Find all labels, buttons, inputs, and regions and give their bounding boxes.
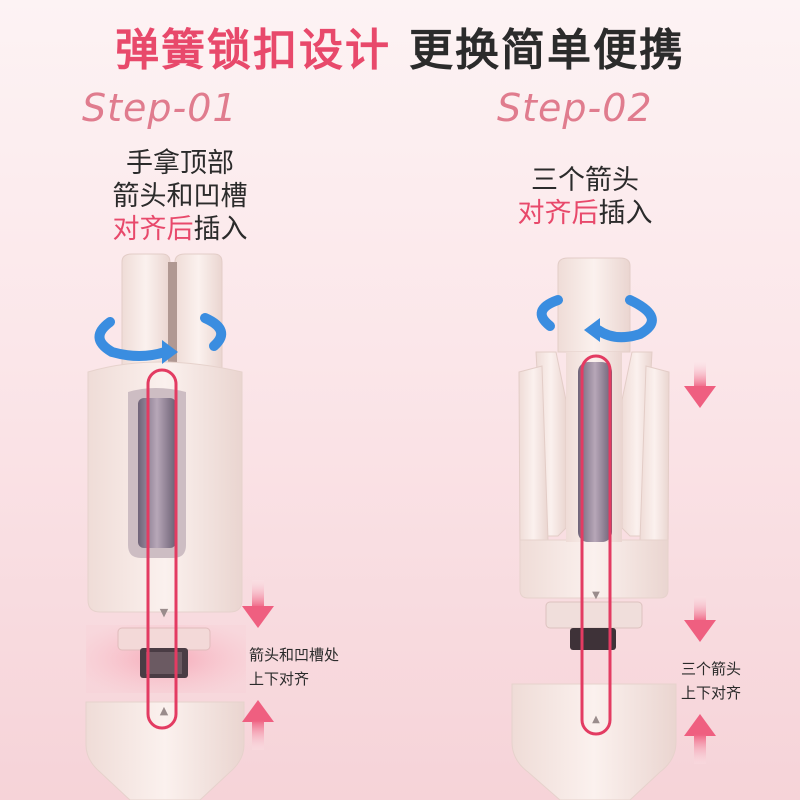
right-connector-ring [545, 601, 643, 629]
step1-line3: 对齐后插入 [60, 213, 300, 246]
step1-line3-rest: 插入 [193, 214, 248, 245]
step1-note-line1: 箭头和凹槽处 [249, 646, 340, 664]
step1-note: 箭头和凹槽处 上下对齐 [249, 643, 339, 691]
step2-note-line1: 三个箭头 [681, 660, 742, 678]
right-up-marker: ▲ [592, 714, 600, 725]
right-body [519, 539, 669, 599]
step1-line2: 箭头和凹槽 [112, 181, 248, 212]
step1-note-line2: 上下对齐 [249, 670, 310, 688]
right-alignment-outline [580, 354, 612, 736]
down-arrow-icon [242, 580, 274, 628]
step2-line2-rest: 插入 [598, 198, 653, 229]
left-up-marker: ▲ [160, 704, 169, 717]
left-connector-ring [117, 627, 211, 651]
rotate-arrow-icon [536, 295, 657, 343]
left-top-slot [168, 262, 177, 372]
step1-description: 手拿顶部 箭头和凹槽 对齐后插入 [60, 147, 300, 246]
right-device: ▼ ▲ [511, 257, 677, 800]
step1-label: Step-01 [82, 86, 238, 130]
right-top-cap [557, 257, 631, 353]
down-arrow-icon [684, 362, 716, 408]
step2-note: 三个箭头 上下对齐 [681, 657, 741, 705]
up-arrow-icon [242, 700, 274, 750]
left-spring-rod [138, 398, 176, 548]
page-title: 弹簧锁扣设计更换简单便携 [0, 14, 800, 78]
right-down-marker: ▼ [592, 590, 600, 601]
left-base [85, 701, 245, 800]
right-spring-rod [578, 362, 612, 542]
left-alignment-outline [146, 368, 178, 730]
rotate-arrow-icon [94, 313, 227, 364]
up-arrow-icon [684, 714, 716, 764]
left-top-prong-a [121, 253, 171, 381]
left-down-marker: ▼ [160, 606, 169, 619]
step2-label: Step-02 [497, 86, 653, 130]
left-connector-core-inner [146, 652, 182, 674]
title-part1: 弹簧锁扣设计 [115, 25, 391, 76]
step1-line1: 手拿顶部 [126, 148, 234, 179]
left-device: ▼ ▲ [85, 253, 246, 800]
step2-line1: 三个箭头 [531, 165, 639, 196]
left-top-prong-b [174, 253, 223, 381]
step2-note-line2: 上下对齐 [681, 684, 742, 702]
down-arrow-icon [684, 596, 716, 642]
step2-line2-highlight: 对齐后 [517, 198, 599, 229]
title-part2: 更换简单便携 [409, 25, 685, 76]
right-base [511, 683, 677, 800]
step1-line3-highlight: 对齐后 [112, 214, 194, 245]
step2-description: 三个箭头 对齐后插入 [465, 164, 705, 230]
step2-line2: 对齐后插入 [465, 197, 705, 230]
